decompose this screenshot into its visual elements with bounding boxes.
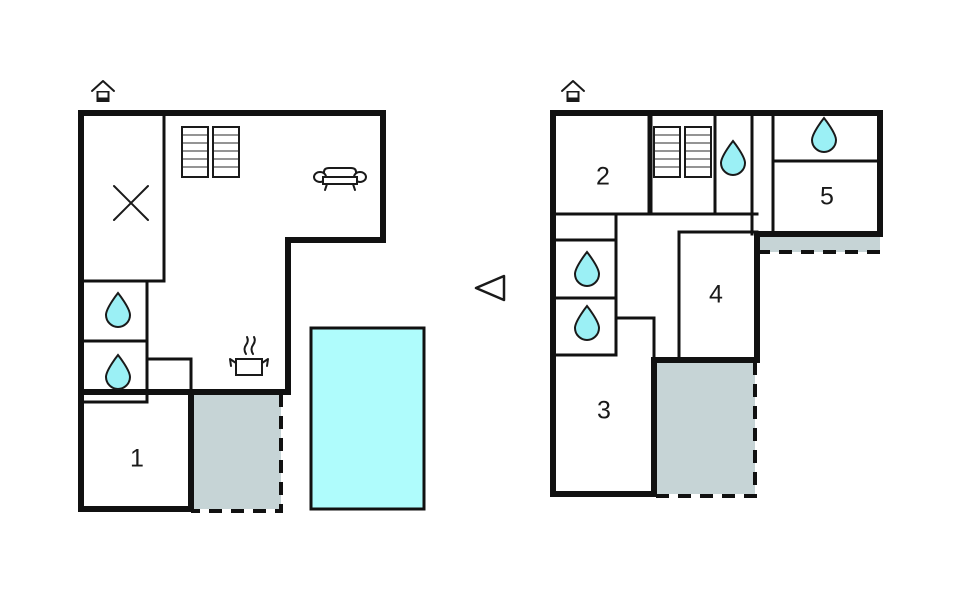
terrace-area-upper: [757, 234, 880, 252]
water-drop-icon: [104, 291, 132, 329]
north-arrow-icon: [474, 274, 506, 302]
right-partition-step: [614, 316, 656, 362]
terrace-area: [191, 392, 281, 509]
room-label-5: 5: [820, 183, 834, 211]
water-drop-icon: [104, 353, 132, 391]
water-drop-icon: [719, 139, 747, 177]
left-partition-step: [145, 357, 193, 394]
window-icon: [653, 126, 712, 178]
room-label-3: 3: [597, 397, 611, 425]
water-drop-icon: [810, 116, 838, 154]
room-label-4: 4: [709, 281, 723, 309]
terrace-open-edge: [191, 394, 283, 513]
window-icon: [181, 126, 240, 178]
pool-area: [309, 326, 426, 511]
right-outer-wall-west: [550, 110, 657, 497]
water-drop-icon: [573, 304, 601, 342]
left-plan: 1: [78, 80, 426, 513]
right-outer-wall-middle-step: [651, 231, 760, 363]
sofa-icon: [313, 167, 367, 191]
cooking-pot-icon: [229, 336, 269, 376]
right-plan: 2 3 4 5: [550, 80, 883, 498]
house-icon: [91, 80, 115, 102]
terrace-open-edge-lower: [654, 362, 757, 498]
house-icon: [561, 80, 585, 102]
terrace-area-lower: [654, 360, 755, 494]
room-label-1: 1: [130, 445, 144, 473]
cross-icon: [113, 185, 149, 221]
water-drop-icon: [573, 250, 601, 288]
room-label-2: 2: [596, 163, 610, 191]
